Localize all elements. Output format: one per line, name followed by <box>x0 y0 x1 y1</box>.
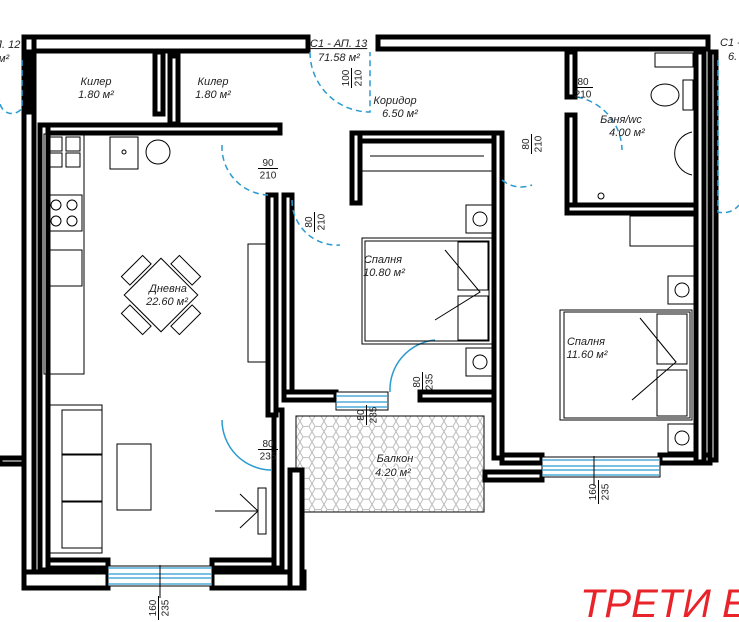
svg-text:210: 210 <box>354 69 365 86</box>
svg-text:210: 210 <box>575 90 592 101</box>
bed-1 <box>361 237 493 345</box>
dim-bathroom-door: 80 210 <box>573 77 593 101</box>
svg-text:Балкон: Балкон <box>377 453 414 465</box>
room-label-storage-1: Килер 1.80 м² <box>78 76 114 101</box>
svg-text:210: 210 <box>260 171 277 182</box>
dining-table <box>120 254 202 336</box>
svg-text:235: 235 <box>260 452 277 463</box>
kitchen-counter <box>43 133 171 375</box>
svg-text:210: 210 <box>317 213 328 230</box>
svg-text:80: 80 <box>577 77 589 88</box>
svg-text:80: 80 <box>521 138 532 150</box>
dim-living-window: 160 235 <box>148 596 172 620</box>
svg-text:235: 235 <box>425 373 436 390</box>
neighbor-left-area: м² <box>0 53 10 65</box>
room-label-corridor: Коридор 6.50 м² <box>373 95 418 120</box>
tv <box>215 487 267 535</box>
neighbor-left-title: П. 12 <box>0 39 20 51</box>
svg-text:1.80 м²: 1.80 м² <box>78 89 114 101</box>
room-label-bedroom-1: Спалня 10.80 м² <box>363 254 405 279</box>
svg-text:6.50 м²: 6.50 м² <box>382 108 418 120</box>
socket-symbols <box>465 204 697 453</box>
dim-living-door: 90 210 <box>258 158 278 182</box>
svg-text:80: 80 <box>262 439 274 450</box>
room-label-balcony: Балкон 4.20 м² <box>374 452 415 481</box>
bed-2 <box>559 309 693 421</box>
svg-text:4.00 м²: 4.00 м² <box>609 127 645 139</box>
dim-bedroom1-balcony-door: 80 235 <box>412 372 436 392</box>
svg-text:235: 235 <box>161 599 172 616</box>
svg-text:Баня/wc: Баня/wc <box>600 114 642 126</box>
svg-text:80: 80 <box>304 216 315 228</box>
dim-bedroom2-door: 80 210 <box>521 134 545 154</box>
apartment-title: C1 - АП. 13 <box>310 38 368 50</box>
svg-text:22.60 м²: 22.60 м² <box>145 296 188 308</box>
svg-text:4.20 м²: 4.20 м² <box>375 467 411 479</box>
bathroom-fixtures <box>597 52 694 200</box>
doors <box>0 51 739 471</box>
svg-text:Спалня: Спалня <box>567 336 605 348</box>
room-label-bedroom-2: Спалня 11.60 м² <box>567 336 608 361</box>
svg-text:235: 235 <box>369 406 380 423</box>
balcony-door-window <box>335 391 389 411</box>
dim-bedroom1-door: 80 210 <box>304 212 328 232</box>
svg-text:160: 160 <box>148 599 159 616</box>
svg-text:160: 160 <box>588 483 599 500</box>
svg-text:80: 80 <box>356 409 367 421</box>
sofa <box>49 404 103 554</box>
neighbor-right-title: C1 - <box>720 37 739 49</box>
wardrobe-1 <box>361 140 493 172</box>
balcony-floor <box>295 415 485 513</box>
svg-text:10.80 м²: 10.80 м² <box>363 267 405 279</box>
svg-text:100: 100 <box>341 69 352 86</box>
room-label-storage-2: Килер 1.80 м² <box>195 76 231 101</box>
svg-text:Дневна: Дневна <box>147 283 187 295</box>
dim-living-balcony-door: 80 235 <box>258 439 278 463</box>
dim-bedroom2-window: 160 235 <box>588 480 612 504</box>
tv-cabinet <box>247 243 269 363</box>
svg-text:11.60 м²: 11.60 м² <box>567 349 608 361</box>
svg-text:Килер: Килер <box>197 76 228 88</box>
svg-text:Коридор: Коридор <box>373 95 416 107</box>
dim-entrance-door: 100 210 <box>341 68 365 88</box>
coffee-table <box>116 443 152 511</box>
wardrobe-2 <box>629 215 695 247</box>
svg-text:90: 90 <box>262 158 274 169</box>
room-label-living: Дневна 22.60 м² <box>145 283 188 308</box>
floor-label: ТРЕТИ Е <box>580 582 739 622</box>
svg-text:Килер: Килер <box>80 76 111 88</box>
dim-balcony-window: 80 235 <box>356 405 380 425</box>
svg-text:80: 80 <box>412 376 423 388</box>
svg-text:235: 235 <box>601 483 612 500</box>
window-living <box>107 565 213 598</box>
neighbor-right-area: 6. <box>728 51 737 63</box>
room-label-bathroom: Баня/wc 4.00 м² <box>600 114 645 139</box>
svg-text:210: 210 <box>534 135 545 152</box>
apartment-area: 71.58 м² <box>318 52 360 64</box>
window-bedroom2 <box>541 456 661 486</box>
svg-text:1.80 м²: 1.80 м² <box>195 89 231 101</box>
svg-text:Спалня: Спалня <box>364 254 402 266</box>
